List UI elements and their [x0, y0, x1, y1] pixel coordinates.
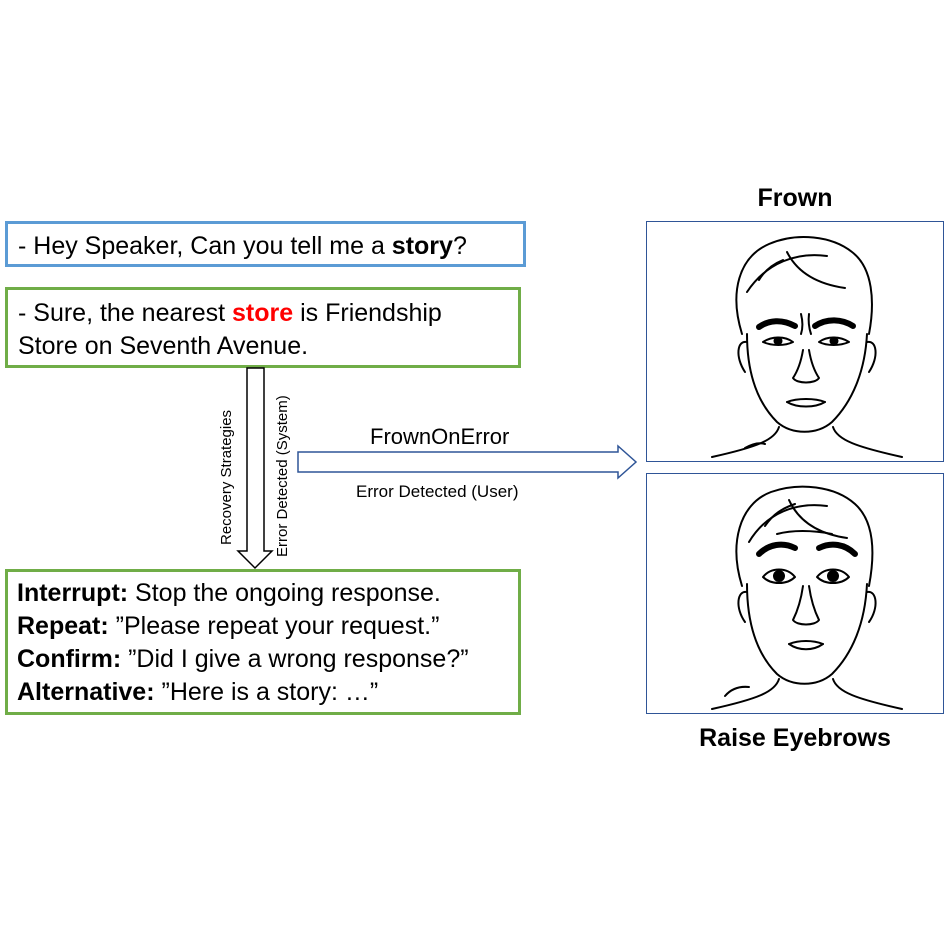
strategy-repeat: Repeat: ”Please repeat your request.” [17, 612, 440, 640]
system-response-suffix: is Friendship [293, 299, 442, 327]
frown-title: Frown [757, 184, 833, 212]
system-response-prefix: - Sure, the nearest [18, 299, 233, 327]
recovery-strategies-box: Interrupt: Stop the ongoing response. Re… [5, 569, 521, 715]
raise-eyebrows-title: Raise Eyebrows [699, 724, 891, 752]
frown-on-error-label: FrownOnError [370, 424, 510, 449]
user-utterance-box: - Hey Speaker, Can you tell me a story? [5, 221, 526, 267]
right-arrow [297, 444, 638, 480]
error-detected-system-label: Error Detected (System) [274, 395, 291, 557]
system-response-box: - Sure, the nearest store is Friendship … [5, 287, 521, 368]
recovery-strategies-label: Recovery Strategies [218, 409, 235, 545]
strategy-alternative: Alternative: ”Here is a story: …” [17, 678, 379, 706]
strategy-confirm: Confirm: ”Did I give a wrong response?” [17, 645, 469, 673]
user-utterance-prefix: - Hey Speaker, Can you tell me a [18, 232, 392, 260]
raise-eyebrows-face-drawing [711, 485, 903, 710]
strategy-interrupt: Interrupt: Stop the ongoing response. [17, 579, 441, 607]
raise-eyebrows-face-panel [646, 473, 944, 714]
down-arrow [236, 367, 274, 570]
system-response-error-word: store [232, 299, 294, 327]
frown-face-panel [646, 221, 944, 462]
user-utterance-suffix: ? [452, 232, 467, 260]
user-utterance-keyword: story [391, 232, 453, 260]
frown-face-drawing [711, 236, 903, 458]
system-response-line2: Store on Seventh Avenue. [18, 332, 309, 360]
error-detected-user-label: Error Detected (User) [356, 482, 519, 501]
